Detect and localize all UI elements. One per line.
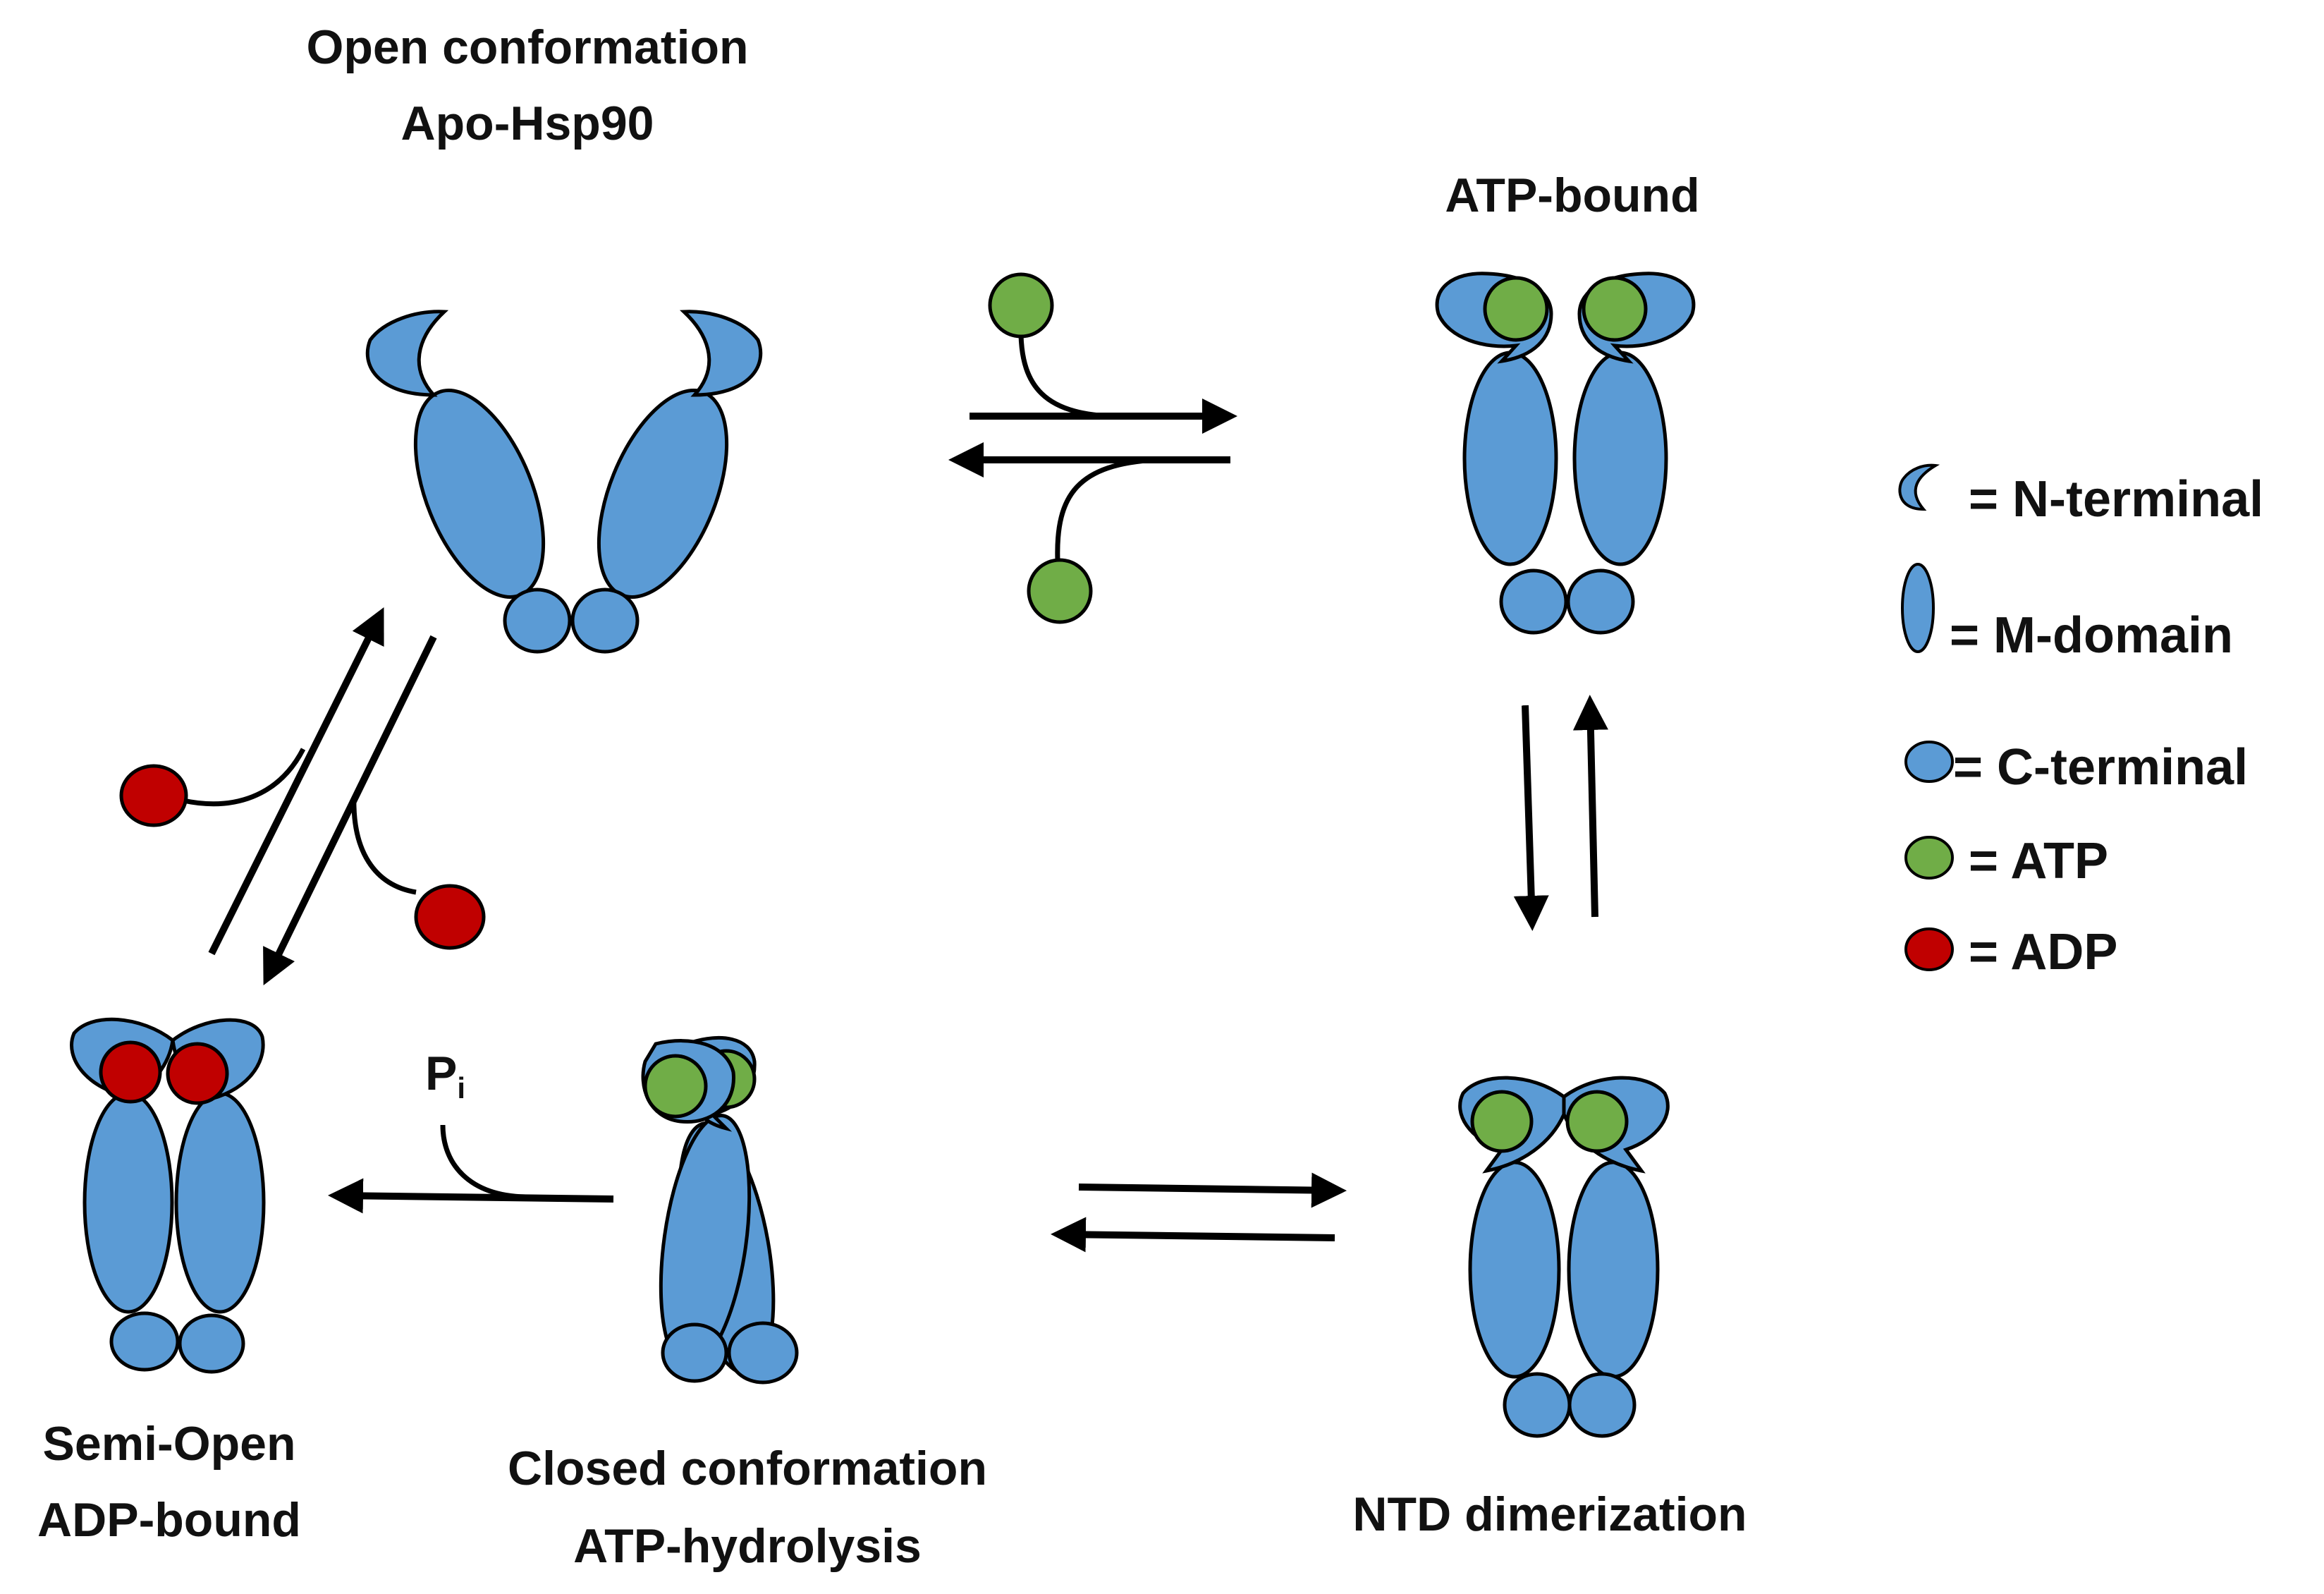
closed-label-line1: Closed conformation [508, 1442, 987, 1495]
c-terminal-left [1499, 568, 1568, 635]
down-diagonal-arrow [263, 635, 437, 985]
semi-open-label-line2: ADP-bound [37, 1493, 301, 1547]
atp-molecule [1027, 558, 1093, 624]
atp-bound-molecule [1435, 272, 1696, 635]
adp-icon [1904, 927, 1954, 971]
forward-arrow [1078, 1172, 1347, 1208]
adp-molecule [166, 1042, 229, 1105]
open-label-line1: Open conformation [306, 20, 748, 74]
m-domain-right [1567, 1160, 1660, 1379]
c-terminal-right [1567, 1372, 1637, 1438]
c-terminal-right [1566, 568, 1635, 635]
atp-molecule [988, 272, 1054, 339]
legend-label-c-terminal: = C-terminal [1953, 739, 2248, 796]
up-arrow [1572, 695, 1608, 918]
atp-icon [1904, 836, 1954, 880]
m-domain-left [1462, 351, 1558, 566]
atp-molecule [1470, 1090, 1534, 1153]
c-terminal-left [661, 1322, 728, 1383]
atp-bound-label: ATP-bound [1445, 169, 1699, 222]
atp-molecule [1565, 1090, 1629, 1153]
legend: = N-terminal = M-domain = C-terminal = A… [1898, 463, 2263, 980]
n-terminal-left [365, 310, 449, 397]
open-label-line2: Apo-Hsp90 [401, 97, 654, 150]
pi-label: Pi [425, 1047, 465, 1105]
semi-open-label-line1: Semi-Open [43, 1417, 296, 1471]
atp-bound-ntd-equilibrium [1513, 695, 1608, 931]
ntd-dimerization-molecule [1458, 1076, 1670, 1438]
open-conformation-molecule [365, 310, 763, 654]
m-domain-right [1572, 351, 1668, 566]
legend-item-atp: = ATP [1904, 833, 2108, 889]
legend-item-c-terminal: = C-terminal [1904, 739, 2248, 796]
adp-binding-curve [351, 796, 417, 895]
closed-conformation-molecule [641, 1035, 799, 1385]
c-terminal-left [503, 588, 572, 654]
pi-release-curve [440, 1124, 526, 1200]
closed-label-line2: ATP-hydrolysis [573, 1519, 922, 1573]
m-domain-left [82, 1091, 174, 1314]
c-terminal-right [727, 1321, 799, 1385]
legend-item-m-domain: = M-domain [1901, 563, 2233, 664]
adp-molecule [414, 884, 486, 950]
m-domain-left [1468, 1160, 1561, 1379]
m-domain-right [597, 389, 729, 599]
hydrolysis-arrow-group: Pi [328, 1047, 614, 1214]
c-terminal-right [570, 588, 640, 654]
atp-molecule [1582, 276, 1648, 342]
legend-label-adp: = ADP [1969, 924, 2117, 980]
n-terminal-icon [1898, 463, 1940, 511]
adp-molecule [119, 764, 188, 827]
legend-label-n-terminal: = N-terminal [1969, 471, 2263, 528]
adp-molecule [99, 1040, 162, 1104]
semi-open-open-equilibrium [119, 607, 486, 985]
m-domain-left [413, 389, 546, 599]
atp-binding-curve [1018, 334, 1115, 419]
legend-item-n-terminal: = N-terminal [1898, 463, 2263, 528]
c-terminal-left [109, 1311, 180, 1372]
c-terminal-icon [1904, 741, 1954, 783]
hydrolysis-arrow [328, 1178, 614, 1214]
atp-molecule [643, 1054, 708, 1119]
legend-item-adp: = ADP [1904, 924, 2117, 980]
legend-label-m-domain: = M-domain [1950, 607, 2233, 664]
reverse-arrow [1051, 1217, 1335, 1253]
open-atp-bound-equilibrium [948, 272, 1237, 624]
atp-molecule [1483, 276, 1549, 342]
up-diagonal-arrow [208, 607, 384, 956]
down-arrow [1513, 705, 1549, 931]
m-domain-right [174, 1091, 266, 1314]
adp-release-curve [183, 748, 306, 807]
ntd-dimerization-label: NTD dimerization [1352, 1487, 1747, 1541]
n-terminal-right [679, 310, 763, 397]
legend-label-atp: = ATP [1969, 833, 2108, 889]
atp-release-curve [1055, 457, 1157, 561]
c-terminal-right [178, 1313, 245, 1374]
closed-ntd-equilibrium [1051, 1172, 1347, 1253]
m-domain-icon [1901, 563, 1935, 653]
c-terminal-left [1503, 1372, 1572, 1438]
semi-open-molecule [70, 1017, 266, 1374]
